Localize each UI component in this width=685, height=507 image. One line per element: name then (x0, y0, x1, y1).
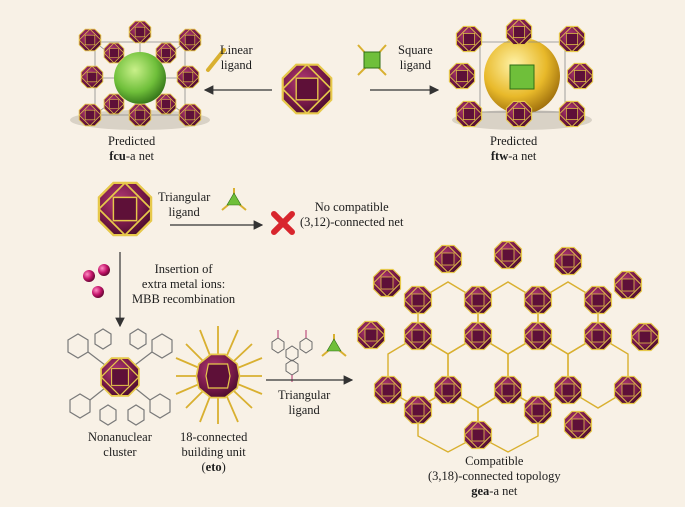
tri-label-line2: ligand (168, 205, 200, 219)
no-compatible-label: No compatible (3,12)-connected net (300, 200, 403, 230)
comp-bold: gea (471, 484, 490, 498)
linear-label-line1: Linear (220, 43, 253, 57)
linear-ligand-icon (206, 48, 226, 72)
pred-fcu-bold: fcu (109, 149, 126, 163)
comp-line2: (3,18)-connected topology (428, 469, 561, 483)
square-ligand-label: Square ligand (398, 43, 433, 73)
nonanuclear-cluster-model (67, 328, 173, 426)
nonanuclear-label: Nonanuclear cluster (88, 430, 152, 460)
building-unit-label: 18-connected building unit (eto) (180, 430, 247, 475)
cuboctahedron-left (97, 181, 153, 237)
insert-line2: extra metal ions: (141, 277, 226, 291)
comp-line1: Compatible (465, 454, 524, 468)
ftw-net-model (448, 18, 594, 130)
predicted-ftw-label: Predicted ftw-a net (490, 134, 537, 164)
insert-line3: MBB recombination (132, 292, 236, 306)
gea-net-model (356, 240, 660, 453)
bu-close: ) (221, 460, 226, 474)
nona-line2: cluster (103, 445, 137, 459)
pred-ftw-line1: Predicted (490, 134, 538, 148)
pred-fcu-line1: Predicted (108, 134, 156, 148)
predicted-fcu-label: Predicted fcu-a net (108, 134, 155, 164)
square-label-line1: Square (398, 43, 433, 57)
tri2-line1: Triangular (278, 388, 331, 402)
pred-fcu-rest: -a net (125, 149, 154, 163)
bu-bold: eto (205, 460, 222, 474)
bu-line1: 18-connected (180, 430, 248, 444)
triangular-ligand-icon (221, 188, 247, 211)
linear-label-line2: ligand (220, 58, 252, 72)
cuboctahedron-center (281, 63, 333, 115)
metal-ion-balls (83, 264, 110, 298)
pred-ftw-rest: -a net (508, 149, 537, 163)
cross-icon (271, 211, 295, 235)
insertion-label: Insertion of extra metal ions: MBB recom… (132, 262, 235, 307)
bu-line2: building unit (181, 445, 246, 459)
insert-line1: Insertion of (154, 262, 213, 276)
triangular-ligand-label-2: Triangular ligand (278, 388, 330, 418)
triangular-ligand-molecule (271, 330, 313, 382)
tri2-line2: ligand (288, 403, 320, 417)
triangular-ligand-label: Triangular ligand (158, 190, 210, 220)
fcu-net-model (70, 20, 210, 130)
triangular-ligand-icon-2 (321, 334, 347, 357)
tri-label-line1: Triangular (158, 190, 211, 204)
nocomp-line2: (3,12)-connected net (300, 215, 404, 229)
linear-ligand-label: Linear ligand (220, 43, 253, 73)
nocomp-line1: No compatible (314, 200, 389, 214)
square-label-line2: ligand (399, 58, 431, 72)
pred-ftw-bold: ftw (490, 149, 509, 163)
square-ligand-icon (357, 44, 387, 76)
bu-open: ( (201, 460, 206, 474)
compatible-label: Compatible (3,18)-connected topology gea… (428, 454, 561, 499)
nona-line1: Nonanuclear (88, 430, 152, 444)
building-unit-18c (175, 326, 263, 424)
comp-rest: -a net (489, 484, 518, 498)
